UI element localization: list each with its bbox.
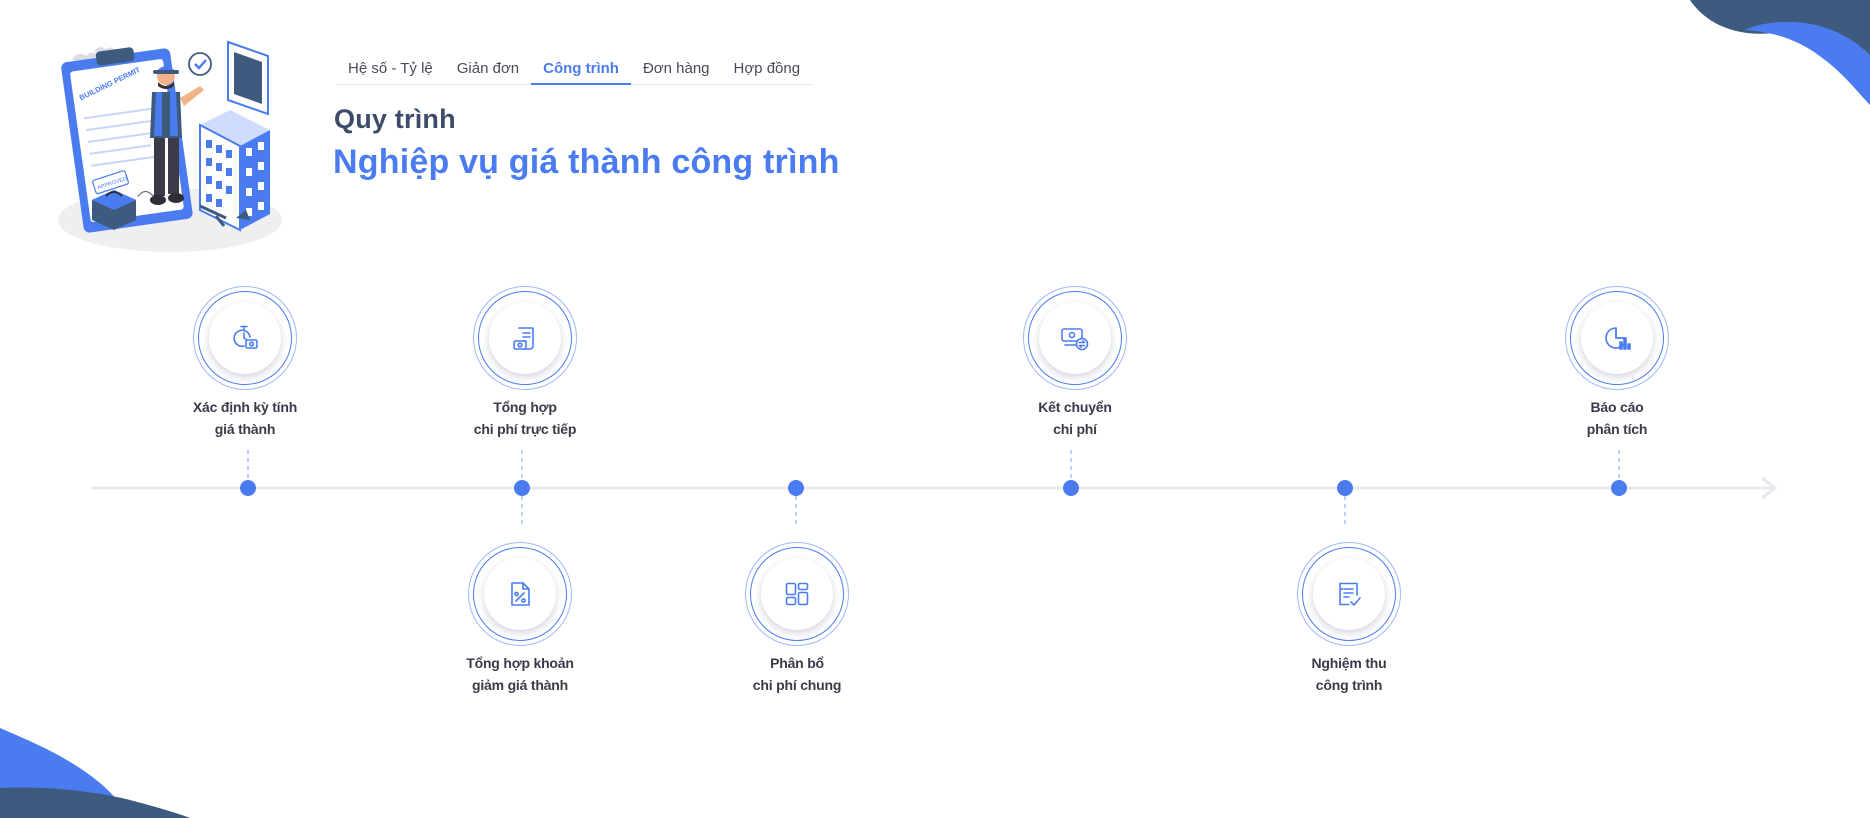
stopwatch-money-icon bbox=[233, 325, 258, 349]
step-ring bbox=[198, 291, 292, 385]
step-label: Tổng hợp chi phí trực tiếp bbox=[435, 396, 615, 440]
dashboard-grid-icon bbox=[785, 582, 809, 606]
step-button[interactable] bbox=[1039, 302, 1111, 374]
percent-document-icon bbox=[511, 582, 530, 606]
step-ring bbox=[468, 542, 572, 646]
decorative-blob-top-right bbox=[1690, 0, 1870, 105]
step-label: Nghiệm thu công trình bbox=[1259, 652, 1439, 696]
tab-gian-don[interactable]: Giản đơn bbox=[456, 60, 520, 77]
checklist-icon bbox=[1339, 582, 1361, 606]
step-ring bbox=[1302, 547, 1396, 641]
receipt-money-icon bbox=[513, 327, 534, 350]
step-label-line2: công trình bbox=[1315, 677, 1383, 693]
step-ring bbox=[473, 547, 567, 641]
step-label: Báo cáo phân tích bbox=[1527, 396, 1707, 440]
timeline-dot-3 bbox=[788, 480, 804, 496]
step-label: Tổng hợp khoản giảm giá thành bbox=[430, 652, 610, 696]
tab-cong-trinh[interactable]: Công trình bbox=[531, 60, 631, 85]
step-button[interactable] bbox=[1581, 302, 1653, 374]
step-button[interactable] bbox=[1313, 558, 1385, 630]
timeline-arrow-icon bbox=[1761, 476, 1778, 500]
step-ring bbox=[193, 286, 297, 390]
step-xac-dinh-ky-tinh[interactable]: Xác định kỳ tính giá thành bbox=[155, 286, 335, 446]
step-label-line1: Báo cáo bbox=[1590, 399, 1644, 415]
step-ring bbox=[1565, 286, 1669, 390]
step-ring bbox=[1023, 286, 1127, 390]
step-label: Xác định kỳ tính giá thành bbox=[155, 396, 335, 440]
step-label-line1: Nghiệm thu bbox=[1311, 655, 1387, 671]
decorative-blob-bottom-left bbox=[0, 728, 190, 818]
step-label-line2: chi phí bbox=[1053, 421, 1097, 437]
step-label: Kết chuyển chi phí bbox=[985, 396, 1165, 440]
step-label-line2: giảm giá thành bbox=[472, 677, 568, 693]
tab-hop-dong[interactable]: Hợp đồng bbox=[733, 60, 801, 77]
pie-chart-icon bbox=[1605, 327, 1631, 350]
step-ring bbox=[750, 547, 844, 641]
step-ring bbox=[1570, 291, 1664, 385]
step-ring bbox=[1028, 291, 1122, 385]
timeline-dot-1 bbox=[240, 480, 256, 496]
timeline-dot-2 bbox=[514, 480, 530, 496]
step-button[interactable] bbox=[484, 558, 556, 630]
step-button[interactable] bbox=[209, 302, 281, 374]
step-label-line1: Tổng hợp khoản bbox=[466, 655, 574, 671]
step-label-line1: Xác định kỳ tính bbox=[192, 399, 298, 415]
timeline-dot-5 bbox=[1337, 480, 1353, 496]
process-tabs: Hệ số - Tỷ lệ Giản đơn Công trình Đơn hà… bbox=[336, 52, 813, 85]
step-label: Phân bổ chi phí chung bbox=[707, 652, 887, 696]
step-ket-chuyen-chi-phi[interactable]: Kết chuyển chi phí bbox=[985, 286, 1165, 446]
step-ring bbox=[745, 542, 849, 646]
step-ring bbox=[473, 286, 577, 390]
timeline-dot-4 bbox=[1063, 480, 1079, 496]
step-label-line2: chi phí trực tiếp bbox=[473, 421, 577, 437]
step-label-line1: Kết chuyển bbox=[1038, 399, 1112, 415]
page-subtitle: Quy trình bbox=[334, 104, 456, 134]
money-transfer-icon bbox=[1061, 328, 1089, 351]
timeline-dot-6 bbox=[1611, 480, 1627, 496]
step-button[interactable] bbox=[489, 302, 561, 374]
step-phan-bo-chi-phi-chung[interactable]: Phân bổ chi phí chung bbox=[707, 542, 887, 702]
step-label-line2: chi phí chung bbox=[752, 677, 842, 693]
tab-he-so-ty-le[interactable]: Hệ số - Tỷ lệ bbox=[348, 60, 433, 77]
step-bao-cao-phan-tich[interactable]: Báo cáo phân tích bbox=[1527, 286, 1707, 446]
step-label-line2: giá thành bbox=[214, 421, 276, 437]
step-button[interactable] bbox=[761, 558, 833, 630]
step-ring bbox=[1297, 542, 1401, 646]
step-nghiem-thu-cong-trinh[interactable]: Nghiệm thu công trình bbox=[1259, 542, 1439, 702]
step-label-line1: Phân bổ bbox=[770, 655, 824, 671]
step-label-line2: phân tích bbox=[1586, 421, 1648, 437]
page-title: Nghiệp vụ giá thành công trình bbox=[333, 143, 840, 181]
step-label-line1: Tổng hợp bbox=[493, 399, 557, 415]
tab-don-hang[interactable]: Đơn hàng bbox=[642, 60, 710, 77]
step-tong-hop-chi-phi-truc-tiep[interactable]: Tổng hợp chi phí trực tiếp bbox=[435, 286, 615, 446]
step-tong-hop-khoan-giam[interactable]: Tổng hợp khoản giảm giá thành bbox=[430, 542, 610, 702]
construction-worker-illustration: BUILDING PERMIT APPROVED bbox=[58, 40, 282, 252]
step-ring bbox=[478, 291, 572, 385]
